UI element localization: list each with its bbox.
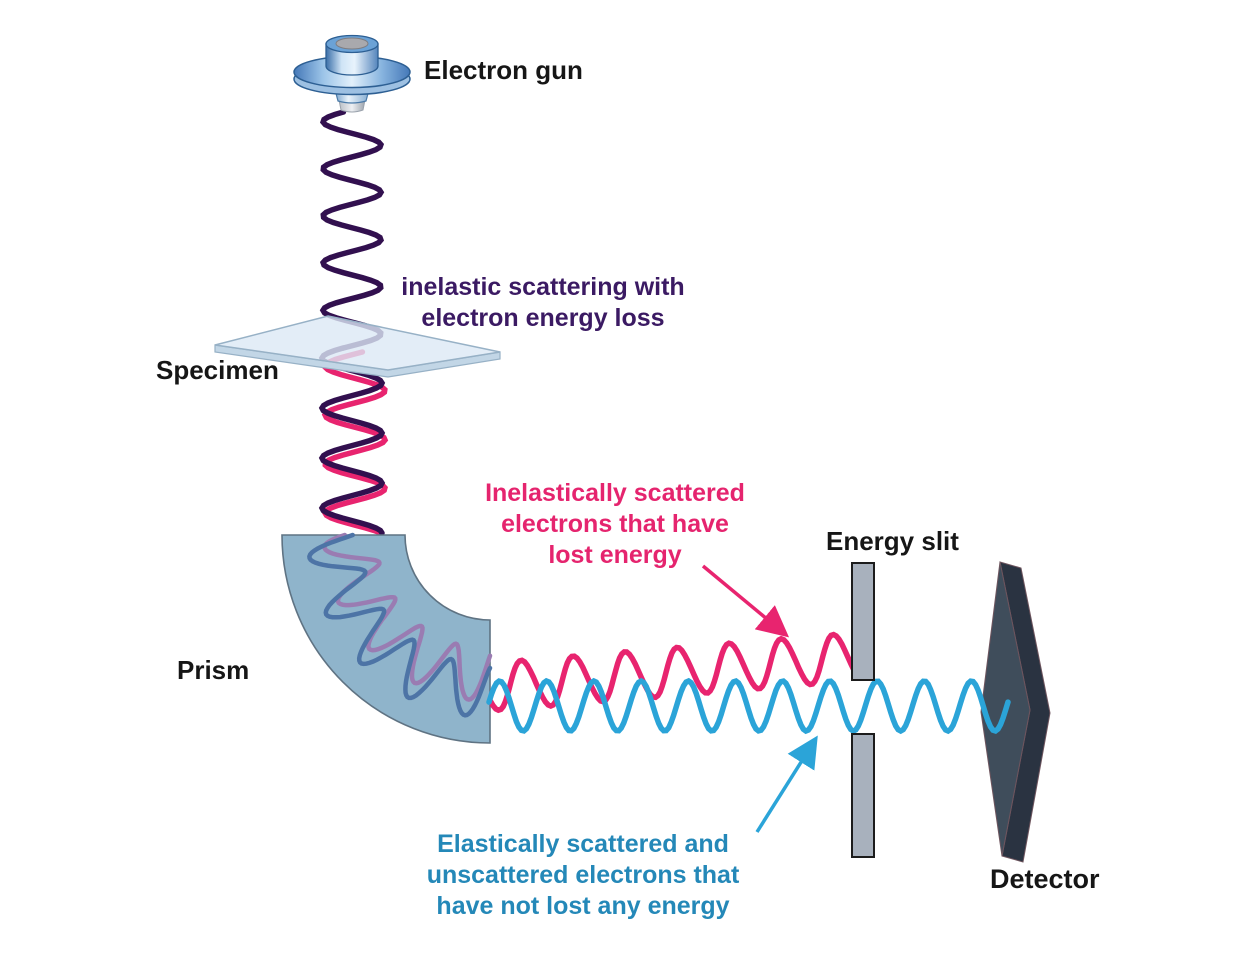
gun-aperture: [335, 37, 369, 50]
inelastic-annotation-arrow: [701, 564, 790, 638]
energy-slit-label: Energy slit: [826, 526, 959, 556]
inelastic-scattering-note: inelastic scattering with electron energ…: [401, 273, 685, 332]
detector-label: Detector: [990, 864, 1100, 894]
prism-shape: [281, 534, 491, 744]
detector-shape: [980, 561, 1051, 863]
specimen-plate: [214, 315, 501, 378]
electron-gun-illustration: [293, 34, 411, 113]
electron-gun-label: Electron gun: [424, 55, 583, 85]
elastic-beam-wave-horizontal: [486, 677, 1011, 735]
energy-slit-bottom-bar: [851, 733, 875, 858]
inelastic-electrons-label: Inelastically scattered electrons that h…: [485, 479, 745, 569]
elastic-beam-wave-vertical: [318, 345, 386, 536]
elastic-electrons-label: Elastically scattered and unscattered el…: [426, 830, 740, 920]
inelastic-beam-wave-vertical: [321, 349, 389, 536]
prism-inelastic-wave: [322, 532, 493, 702]
specimen-plate-top: [214, 315, 501, 371]
inelastic-beam-wave-horizontal: [487, 631, 857, 714]
elastic-annotation-arrow: [755, 735, 818, 833]
energy-slit-top-bar: [851, 562, 875, 681]
prism-elastic-wave: [307, 532, 493, 718]
primary-electron-beam-wave: [319, 109, 385, 351]
prism-label: Prism: [177, 655, 250, 685]
specimen-label: Specimen: [156, 355, 279, 385]
